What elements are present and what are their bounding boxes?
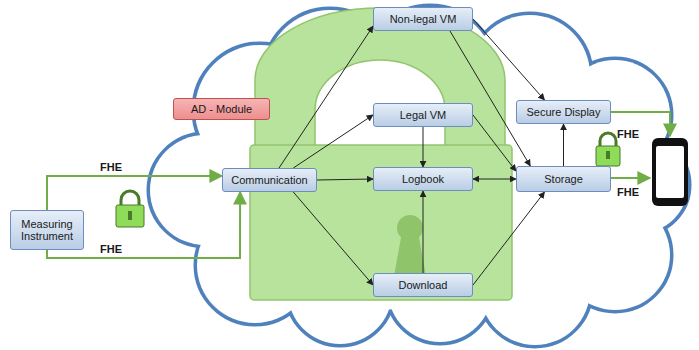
- small-padlock: [596, 133, 620, 166]
- node-text: Measuring Instrument: [15, 218, 79, 242]
- vm-box: Legal VM: [373, 103, 473, 127]
- data-flow-arrow: [563, 124, 564, 166]
- process-box: Storage: [516, 166, 611, 192]
- node-text: Non-legal VM: [390, 13, 457, 25]
- node-text: AD - Module: [191, 103, 252, 115]
- data-flow-arrow: [293, 115, 373, 168]
- data-flow-arrow: [293, 192, 373, 285]
- process-box: Communication: [222, 168, 317, 192]
- data-flow-arrow: [279, 26, 373, 168]
- small-padlock: [116, 191, 144, 227]
- process-box: Download: [373, 273, 473, 297]
- node-text: Communication: [231, 174, 307, 186]
- node-text: Logbook: [402, 173, 444, 185]
- data-flow-arrow: [450, 31, 530, 166]
- phone-icon: [652, 138, 688, 206]
- data-flow-arrow: [423, 191, 424, 273]
- node-text: Download: [399, 279, 448, 291]
- data-flow-arrow: [317, 179, 373, 180]
- node-text: Storage: [544, 173, 583, 185]
- module-box: AD - Module: [173, 98, 270, 120]
- node-text: Secure Display: [527, 106, 601, 118]
- edge-label: FHE: [100, 161, 122, 173]
- encrypted-link: [47, 176, 222, 210]
- data-flow-arrow: [473, 192, 545, 285]
- channel-label: FHE: [617, 128, 639, 140]
- display-box: Secure Display: [516, 100, 611, 124]
- node-text: Legal VM: [400, 109, 446, 121]
- channel-label: FHE: [617, 186, 639, 198]
- process-box: Logbook: [373, 167, 473, 191]
- instrument-box: Measuring Instrument: [10, 210, 84, 250]
- edge-label: FHE: [100, 243, 122, 255]
- data-flow-arrow: [473, 179, 516, 180]
- data-flow-arrow: [423, 127, 424, 167]
- vm-box: Non-legal VM: [373, 7, 473, 31]
- data-flow-arrow: [473, 115, 516, 171]
